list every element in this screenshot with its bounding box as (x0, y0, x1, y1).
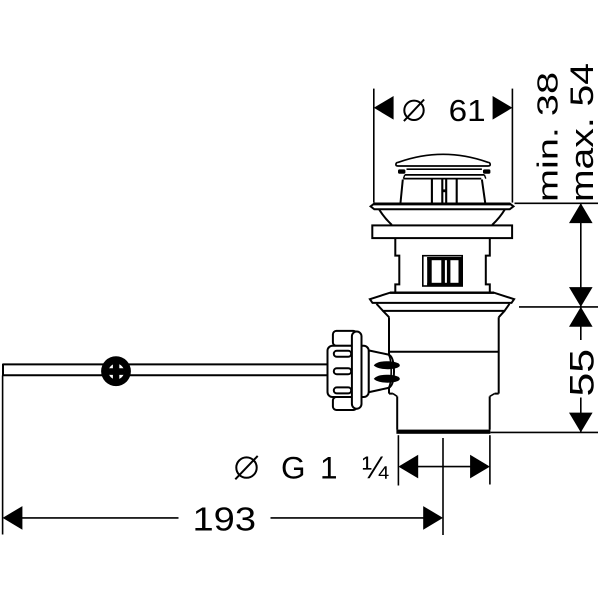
svg-text:¼: ¼ (362, 449, 389, 485)
svg-text:61: 61 (449, 93, 486, 128)
svg-text:1: 1 (320, 449, 338, 485)
svg-text:193: 193 (193, 501, 257, 538)
svg-text:55: 55 (564, 349, 600, 397)
svg-text:G: G (281, 449, 306, 485)
svg-text:min. 38: min. 38 (533, 72, 565, 202)
svg-text:max. 54: max. 54 (564, 63, 600, 202)
